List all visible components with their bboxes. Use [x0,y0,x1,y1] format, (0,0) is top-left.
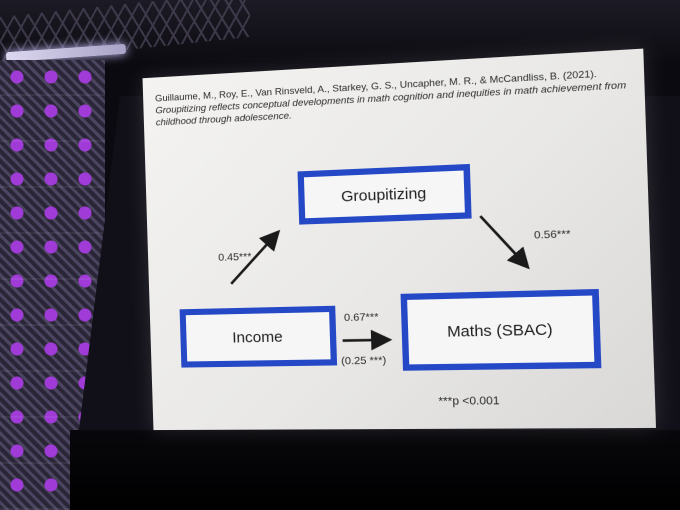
groupitizing-box: Groupitizing [297,163,472,225]
maths-box: Maths (SBAC) [400,288,602,371]
coef-groupitizing-maths: 0.56*** [533,227,571,242]
significance-footnote: ***p <0.001 [438,394,500,408]
stage-floor [70,430,680,510]
projected-slide: Guillaume, M., Roy, E., Van Rinsveld, A.… [143,49,656,430]
path-arrows [143,49,656,430]
coef-income-maths-direct: (0.25 ***) [340,354,387,368]
groupitizing-label: Groupitizing [340,184,427,206]
ceiling [0,0,680,64]
stage-side-wall [0,60,105,510]
income-label: Income [232,327,283,347]
arrow-groupitizing-to-maths [480,215,526,267]
maths-label: Maths (SBAC) [446,320,553,341]
coef-income-maths-total: 0.67*** [343,310,379,325]
coef-income-groupitizing: 0.45*** [218,250,252,264]
arrow-income-to-maths [343,340,387,341]
income-box: Income [179,305,338,368]
